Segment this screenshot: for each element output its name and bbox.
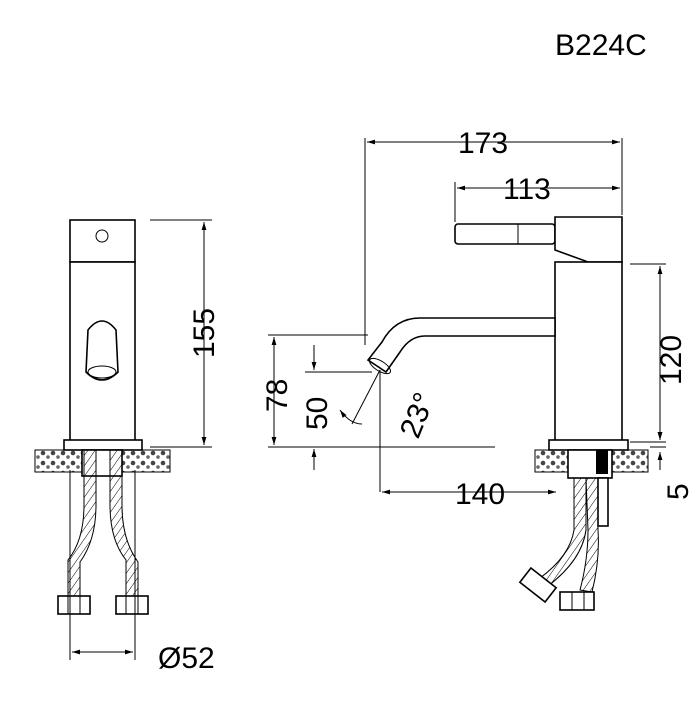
side-shank-thread — [596, 450, 608, 474]
side-hose-a — [539, 477, 587, 587]
body-height-label: 120 — [655, 335, 688, 385]
front-base-ring — [63, 439, 143, 451]
side-body — [554, 261, 623, 443]
front-cap — [69, 219, 136, 263]
dim-5: 5 — [650, 420, 695, 500]
total-reach-label: 173 — [458, 127, 508, 160]
front-spout-opening — [85, 320, 119, 381]
spout-depth-label: 140 — [455, 478, 505, 511]
lever-handle — [454, 223, 556, 245]
plate-thickness-label: 5 — [662, 483, 695, 500]
dim-78: 78 — [261, 334, 495, 448]
lever-hole — [95, 229, 109, 243]
front-view — [34, 219, 171, 615]
dim-113: 113 — [454, 173, 620, 222]
front-nut-right — [115, 595, 149, 615]
hole-diameter-label: Ø52 — [158, 642, 215, 675]
front-spout-tip — [87, 365, 117, 379]
spout — [366, 317, 556, 374]
spout-aerator — [368, 357, 392, 375]
side-cap — [554, 216, 623, 263]
dim-155: 155 — [150, 219, 221, 448]
dim-140: 140 — [382, 478, 556, 511]
side-nut-a — [518, 566, 558, 604]
outlet-height-label: 78 — [261, 379, 294, 412]
front-nut-left — [57, 595, 91, 615]
side-nut-b — [559, 591, 595, 611]
lever-reach-label: 113 — [503, 173, 551, 206]
outlet-clearance-label: 50 — [301, 397, 334, 430]
model-label: B224C — [555, 29, 647, 62]
outlet-angle-label: 23° — [394, 388, 442, 442]
mounting-rod — [597, 477, 609, 527]
dim-120: 120 — [630, 263, 688, 443]
dim-angle: 23° — [339, 369, 442, 492]
dim-50: 50 — [301, 345, 372, 470]
dim-diameter: Ø52 — [69, 470, 215, 675]
left-height-label: 155 — [188, 308, 221, 358]
dim-173: 173 — [364, 127, 623, 345]
side-view — [366, 216, 649, 611]
side-base-ring — [548, 439, 629, 451]
